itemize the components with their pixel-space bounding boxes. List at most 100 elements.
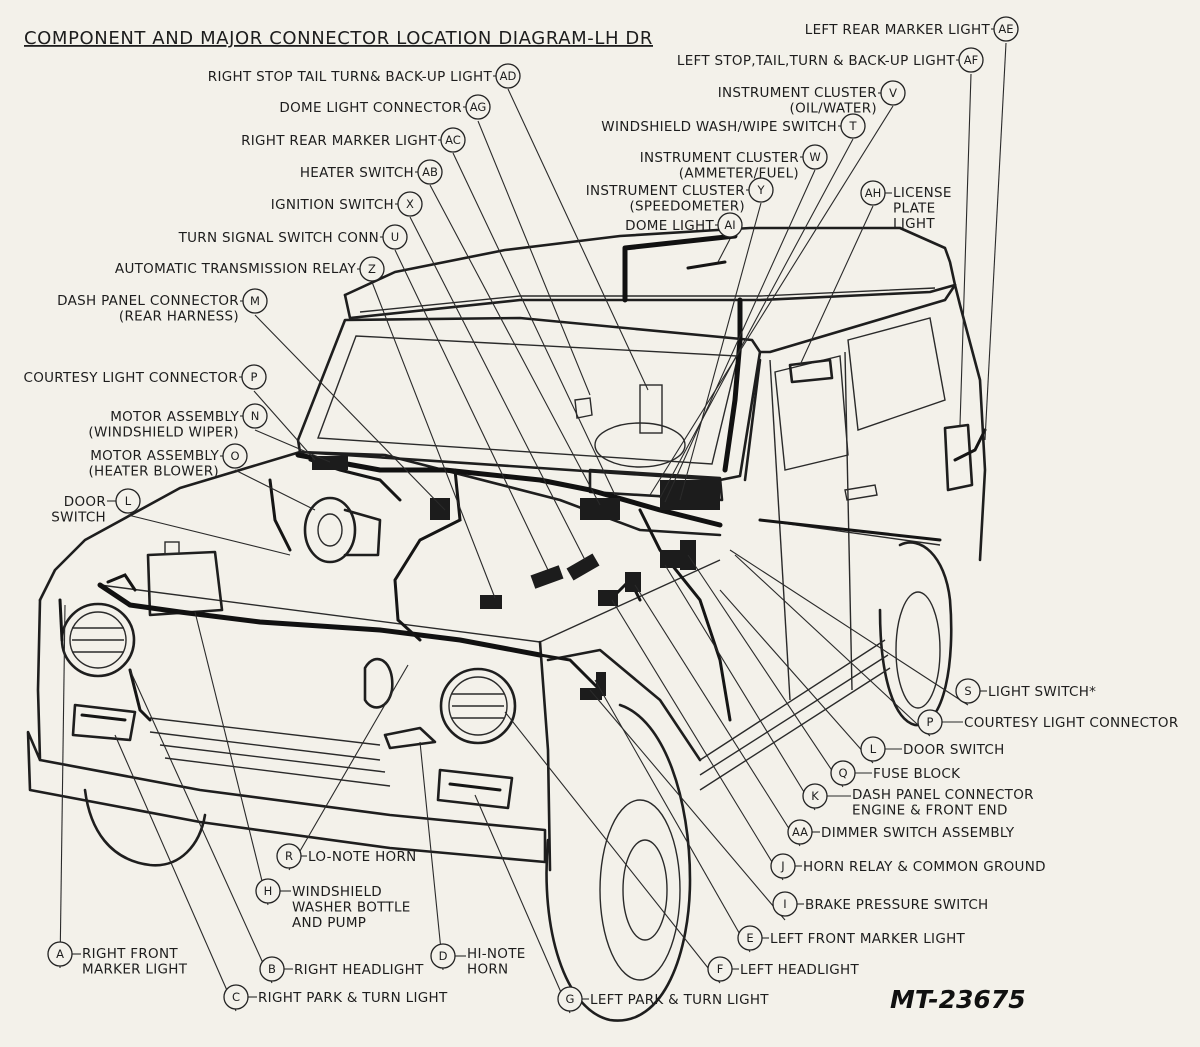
callout-marker: [880, 80, 906, 106]
callout-code: B: [268, 962, 276, 976]
callout-label: DOOR SWITCH: [903, 742, 1005, 758]
callout-label: LEFT STOP,TAIL,TURN & BACK-UP LIGHT: [677, 53, 956, 69]
callout-label: RIGHT REAR MARKER LIGHT: [241, 133, 437, 149]
callout-code: AA: [792, 825, 808, 839]
callout-marker: [223, 984, 249, 1010]
callout-marker: [495, 63, 521, 89]
callout-label: (REAR HARNESS): [119, 309, 239, 325]
callout-marker: [417, 159, 443, 185]
callout-label: MOTOR ASSEMBLY: [110, 409, 239, 425]
callout-marker: [47, 941, 73, 967]
callout-ad-2: AD RIGHT STOP TAIL TURN& BACK-UP LIGHT: [208, 63, 521, 89]
callout-marker: [748, 177, 774, 203]
callout-marker: [717, 212, 743, 238]
callout-marker: [430, 943, 456, 969]
callout-marker: [242, 403, 268, 429]
callout-code: AE: [998, 22, 1013, 36]
callout-marker: [830, 760, 856, 786]
callout-code: AI: [724, 218, 735, 232]
callout-marker: [917, 709, 943, 735]
callout-code: I: [783, 897, 786, 911]
leader-lines: [59, 42, 1007, 1014]
callout-marker: [242, 288, 268, 314]
callout-label: COURTESY LIGHT CONNECTOR: [23, 370, 238, 386]
callout-marker: [770, 853, 796, 879]
callout-label: LIGHT: [893, 216, 935, 232]
callout-code: AD: [500, 69, 517, 83]
callout-label: AND PUMP: [292, 915, 366, 931]
callout-marker: [860, 736, 886, 762]
callout-code: E: [746, 931, 753, 945]
callout-code: R: [285, 849, 293, 863]
callout-marker: [707, 956, 733, 982]
callout-label: FUSE BLOCK: [873, 766, 961, 782]
callout-label: DASH PANEL CONNECTOR: [57, 293, 239, 309]
callout-label: LEFT FRONT MARKER LIGHT: [770, 931, 966, 947]
callout-label: (WINDSHIELD WIPER): [88, 425, 239, 441]
callout-code: Z: [368, 262, 376, 276]
vehicle-illustration: [26, 226, 987, 1022]
callout-code: H: [264, 884, 273, 898]
callout-label: LEFT REAR MARKER LIGHT: [805, 22, 991, 38]
callout-marker: [955, 678, 981, 704]
callout-code: J: [780, 859, 784, 873]
callout-label: INSTRUMENT CLUSTER: [718, 85, 877, 101]
callout-marker: [397, 191, 423, 217]
callout-label: INSTRUMENT CLUSTER: [586, 183, 745, 199]
callout-label: COURTESY LIGHT CONNECTOR: [964, 715, 1179, 731]
callout-code: X: [406, 197, 414, 211]
callout-code: G: [566, 992, 575, 1006]
callout-code: AB: [422, 165, 438, 179]
callout-label: (SPEEDOMETER): [629, 199, 745, 215]
callout-marker: [276, 843, 302, 869]
callout-code: O: [230, 449, 239, 463]
callout-ae-0: AE LEFT REAR MARKER LIGHT: [805, 16, 1019, 42]
callout-code: V: [889, 86, 897, 100]
callout-code: L: [125, 494, 132, 508]
callout-code: AG: [470, 100, 487, 114]
figure-code: MT-23675: [890, 985, 1026, 1014]
callout-marker: [465, 94, 491, 120]
diagram-title: COMPONENT AND MAJOR CONNECTOR LOCATION D…: [24, 28, 653, 49]
callout-marker: [840, 113, 866, 139]
callout-marker: [737, 925, 763, 951]
callout-marker: [958, 47, 984, 73]
callout-label: DOOR: [64, 494, 106, 510]
callout-ag-3: AG DOME LIGHT CONNECTOR: [279, 94, 491, 120]
callout-marker: [860, 180, 886, 206]
callout-label: PLATE: [893, 201, 935, 217]
callout-code: F: [717, 962, 724, 976]
callout-code: M: [250, 294, 260, 308]
callout-marker: [382, 224, 408, 250]
callout-label: RIGHT STOP TAIL TURN& BACK-UP LIGHT: [208, 69, 493, 85]
callout-label: LEFT HEADLIGHT: [740, 962, 859, 978]
callout-label: BRAKE PRESSURE SWITCH: [805, 897, 989, 913]
callout-label: DOME LIGHT CONNECTOR: [279, 100, 462, 116]
callout-e-30: E LEFT FRONT MARKER LIGHT: [737, 925, 966, 951]
callout-code: U: [391, 230, 399, 244]
callout-marker: [772, 891, 798, 917]
callout-label: (HEATER BLOWER): [88, 464, 219, 480]
callout-marker: [440, 127, 466, 153]
callout-label: WINDSHIELD: [292, 884, 382, 900]
callout-i-29: I BRAKE PRESSURE SWITCH: [772, 891, 989, 917]
